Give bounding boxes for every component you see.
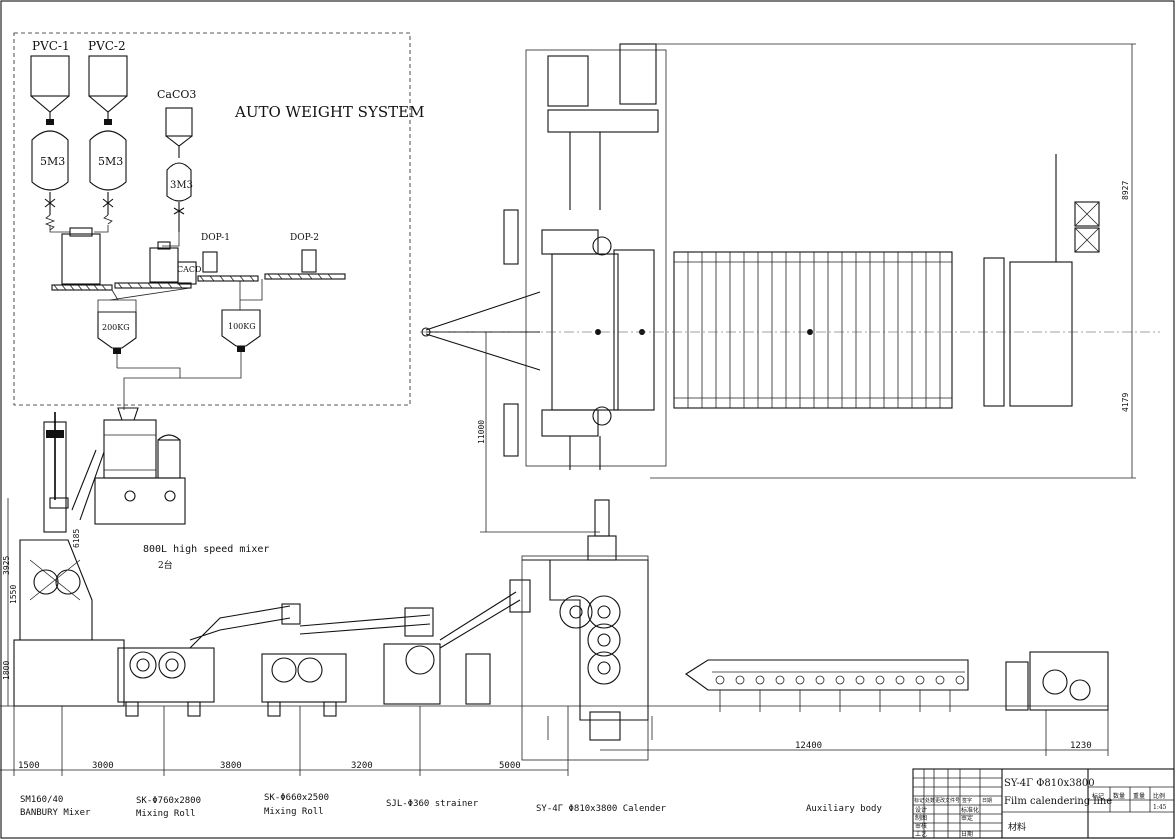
- bottom-dimensions: 1500 3000 3800 3200 5000 12400 1230: [0, 706, 1109, 776]
- dim-4179: 4179: [1121, 393, 1130, 412]
- mid-std: 标准化: [961, 806, 979, 814]
- banbury-mixer: 3925 1550 1800 6185: [2, 412, 125, 707]
- dim-8927: 8927: [1121, 181, 1130, 200]
- scale-200kg: 200KG: [97, 299, 137, 354]
- dim-1230: 1230: [1070, 741, 1092, 751]
- auxiliary-conveyor: [685, 651, 1109, 712]
- dim-3000: 3000: [92, 761, 114, 771]
- mid-date: 日期: [961, 830, 973, 838]
- auto-weight-system: AUTO WEIGHT SYSTEM PVC-1 PVC-2 CaCO3 5M3…: [13, 32, 424, 410]
- mid-approve: 审定: [961, 814, 973, 822]
- scale-200-label: 200KG: [102, 323, 130, 332]
- strainer-label: SJL-Φ360 strainer: [386, 799, 479, 809]
- tank-5m3-b-label: 5M3: [98, 155, 123, 168]
- high-speed-mixer: 800L high speed mixer 2台: [71, 407, 269, 571]
- cacd-label: CACD: [177, 265, 201, 274]
- rh-weight: 重量: [1133, 792, 1145, 800]
- col-doc: 更改文件号: [935, 797, 960, 804]
- dim-12400: 12400: [795, 741, 822, 751]
- dim-5000: 5000: [499, 761, 521, 771]
- title-model: SY-4Γ Φ810x3800: [1004, 778, 1095, 789]
- mixroll-660-name: Mixing Roll: [264, 807, 324, 817]
- dop1-label: DOP-1: [201, 233, 230, 243]
- mixroll-660-model: SK-Φ660x2500: [264, 793, 329, 803]
- dop2-tank: [301, 249, 317, 273]
- rh-mark: 标记: [1092, 792, 1104, 800]
- rh-scale: 比例: [1153, 792, 1165, 800]
- mixing-roll-760: [117, 603, 301, 717]
- title-material: 材料: [1008, 821, 1026, 833]
- mixer-qty: 2台: [158, 559, 173, 571]
- mixing-roll-660: [261, 607, 434, 717]
- pvc2-silo: 5M3: [88, 55, 128, 225]
- pvc1-silo: 5M3: [30, 55, 70, 231]
- col-sign: 签字: [962, 797, 972, 804]
- caco3-hopper: [149, 247, 179, 283]
- dim-1550: 1550: [9, 585, 18, 604]
- auto-weight-title: AUTO WEIGHT SYSTEM: [234, 103, 424, 121]
- mixroll-760-name: Mixing Roll: [136, 809, 196, 819]
- strainer: [383, 579, 531, 705]
- calender: [521, 499, 653, 761]
- row-review: 审核: [915, 822, 927, 830]
- title-name: Film calendering line: [1004, 796, 1112, 807]
- tank-3m3-label: 3M3: [170, 180, 193, 191]
- calender-label: SY-4Γ Φ810x3800 Calender: [536, 804, 667, 814]
- dop1-tank: [202, 251, 218, 273]
- scale-100kg: 100KG: [221, 309, 261, 352]
- equipment-labels: SM160/40 BANBURY Mixer SK-Φ760x2800 Mixi…: [20, 793, 882, 819]
- dim-3200: 3200: [351, 761, 373, 771]
- rh-qty: 数量: [1113, 792, 1125, 800]
- col-mark: 标记: [914, 797, 924, 804]
- dim-1500: 1500: [18, 761, 40, 771]
- scale-value: 1:45: [1153, 804, 1167, 811]
- plan-view: 8927 4179 11000: [420, 43, 1160, 533]
- pvc1-label: PVC-1: [32, 39, 70, 53]
- mixroll-760-model: SK-Φ760x2800: [136, 796, 201, 806]
- caco3-label: CaCO3: [157, 88, 196, 101]
- tank-5m3-a-label: 5M3: [40, 155, 65, 168]
- row-process: 工艺: [915, 830, 927, 838]
- dim-1800: 1800: [2, 661, 11, 680]
- weigh-platforms: [51, 273, 346, 310]
- mixer-label: 800L high speed mixer: [143, 544, 269, 555]
- dop2-label: DOP-2: [290, 233, 319, 243]
- banbury-model: SM160/40: [20, 795, 63, 805]
- col-date: 日期: [982, 798, 992, 804]
- auxiliary-label: Auxiliary body: [806, 804, 882, 814]
- pvc2-label: PVC-2: [88, 39, 126, 53]
- auto-weight-boundary: [13, 32, 411, 406]
- row-design: 设计: [915, 806, 927, 814]
- caco3-silo: 3M3: [162, 107, 193, 247]
- banbury-name: BANBURY Mixer: [20, 808, 91, 818]
- dim-11000: 11000: [477, 420, 486, 444]
- dim-3925: 3925: [2, 556, 11, 575]
- row-draw: 制图: [915, 814, 927, 822]
- pvc-hopper: [61, 233, 101, 285]
- dim-6185: 6185: [72, 529, 81, 548]
- col-count: 处数: [925, 797, 935, 804]
- title-block: SY-4Γ Φ810x3800 Film calendering line 材料…: [912, 768, 1175, 839]
- scale-100-label: 100KG: [228, 322, 256, 331]
- dim-3800: 3800: [220, 761, 242, 771]
